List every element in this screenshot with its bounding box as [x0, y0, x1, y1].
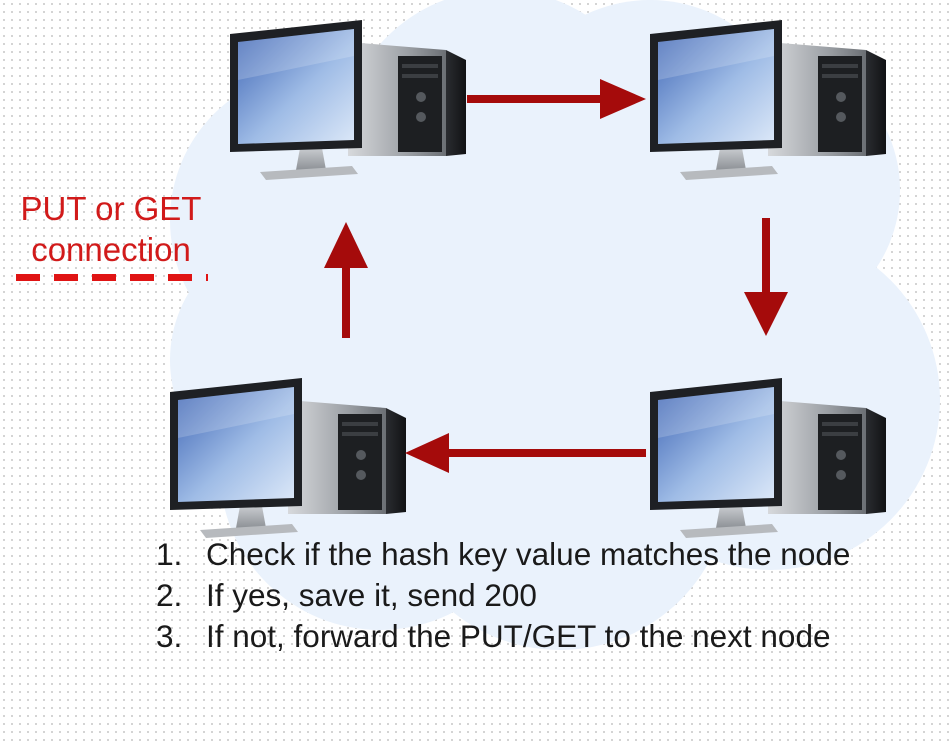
step-number: 2. — [156, 577, 183, 613]
legend-dashed-line — [16, 274, 208, 281]
step-item: 1. Check if the hash key value matches t… — [156, 534, 856, 575]
arrow-bottom-right-to-bottom-left — [405, 433, 646, 473]
step-item: 2. If yes, save it, send 200 — [156, 575, 856, 616]
step-text: If yes, save it, send 200 — [206, 577, 537, 613]
step-item: 3. If not, forward the PUT/GET to the ne… — [156, 616, 856, 657]
legend-line-1: PUT or GET — [20, 190, 202, 227]
arrow-top-right-to-bottom-right — [744, 218, 788, 336]
legend-line-2: connection — [31, 231, 191, 268]
steps-list: 1. Check if the hash key value matches t… — [156, 534, 856, 657]
step-text: If not, forward the PUT/GET to the next … — [206, 618, 831, 654]
step-text: Check if the hash key value matches the … — [206, 536, 851, 572]
step-number: 3. — [156, 618, 183, 654]
legend-label: PUT or GET connection — [6, 188, 216, 270]
arrow-bottom-left-to-top-left — [324, 222, 368, 338]
step-number: 1. — [156, 536, 183, 572]
arrow-top-left-to-top-right — [467, 79, 646, 119]
